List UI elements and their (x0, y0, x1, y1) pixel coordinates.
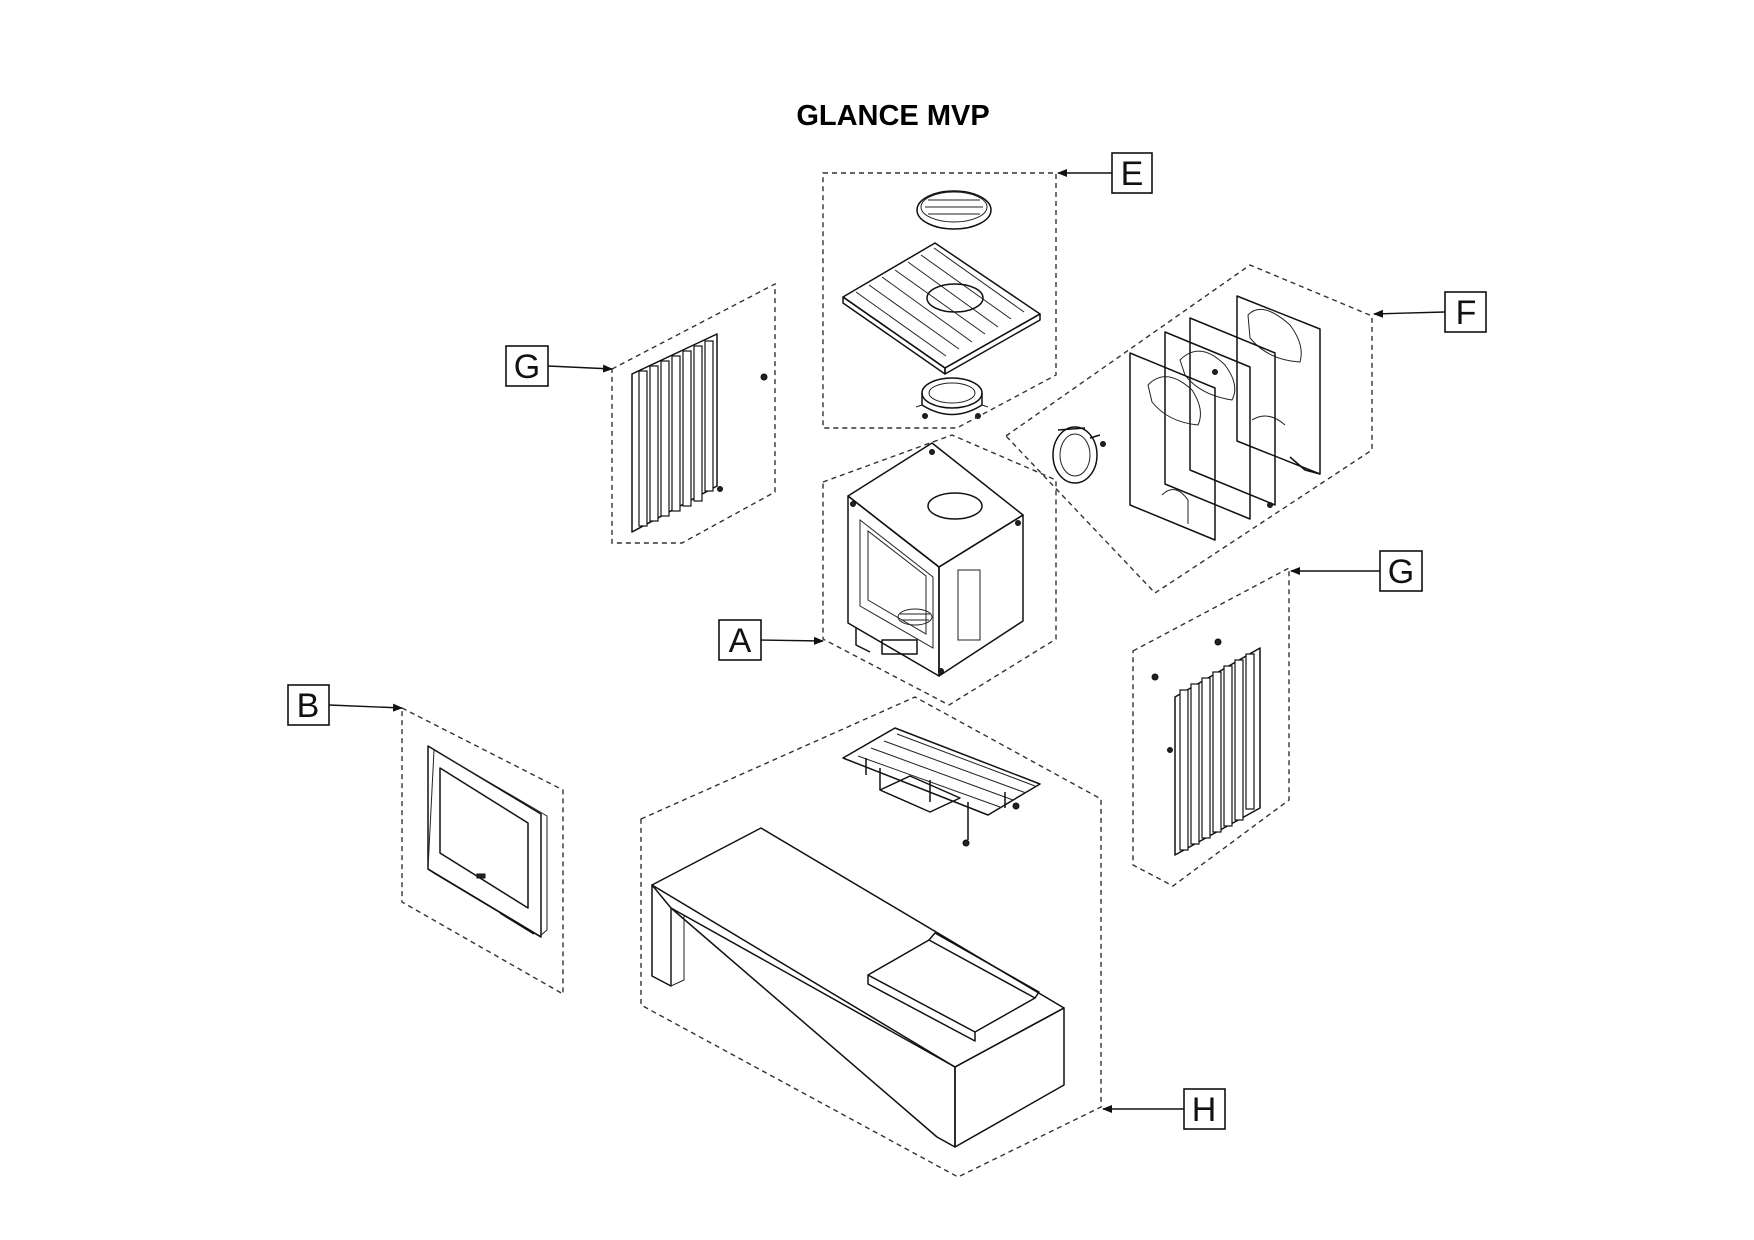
svg-text:G: G (514, 348, 540, 386)
callout-f: F (1373, 291, 1487, 333)
group-h-base-bench (640, 696, 1102, 1178)
bench-plinth-part (651, 827, 1065, 1148)
callout-h: H (1102, 1088, 1226, 1130)
group-e-top-plates (822, 172, 1057, 429)
svg-text:F: F (1456, 294, 1477, 332)
group-a-firebox-body (822, 434, 1057, 706)
top-grate-plate-part (842, 242, 1041, 375)
callout-e: E (1057, 152, 1153, 194)
callout-a: A (718, 619, 824, 661)
callout-g-left: G (505, 345, 613, 387)
group-f-rear-panels (1004, 264, 1373, 594)
flue-collar-part (915, 377, 989, 419)
right-grille-panel-part (1151, 638, 1261, 856)
door-frame-part (427, 745, 548, 938)
base-grate-part (842, 727, 1041, 847)
round-cap-part (916, 190, 992, 230)
group-g-right-side-grille (1132, 566, 1290, 887)
firebox-body-part (847, 442, 1024, 677)
callout-b: B (287, 684, 403, 726)
svg-text:A: A (729, 622, 752, 660)
left-grille-panel-part (631, 333, 768, 533)
rear-panel-set-part (1052, 295, 1321, 541)
svg-text:E: E (1121, 155, 1144, 193)
group-g-left-side-grille (611, 282, 776, 544)
callout-g-right: G (1290, 550, 1423, 592)
group-b-front-door (401, 706, 564, 996)
diagram-title: GLANCE MVP (796, 100, 989, 132)
svg-text:H: H (1192, 1091, 1217, 1129)
svg-text:G: G (1388, 553, 1414, 591)
svg-text:B: B (297, 687, 320, 725)
